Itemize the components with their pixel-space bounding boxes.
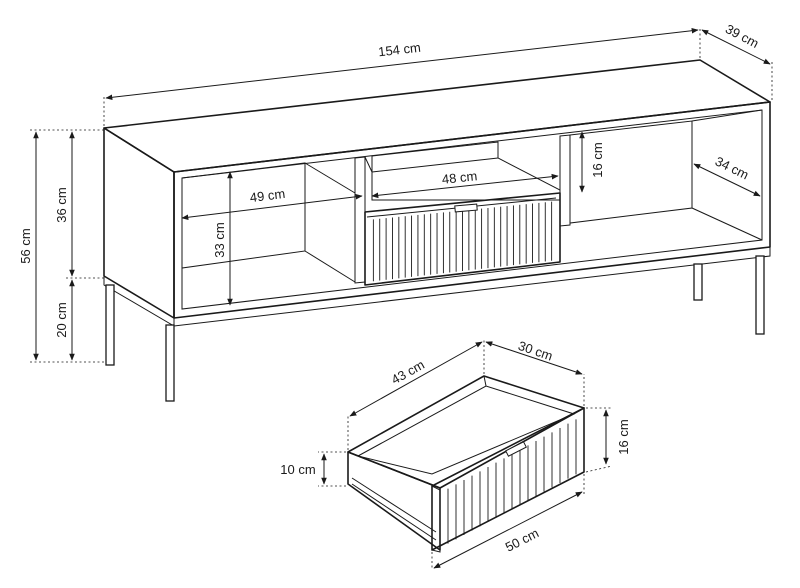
drawer-detail	[347, 375, 585, 553]
label-drawer-front-height: 16 cm	[616, 419, 631, 454]
tv-cabinet	[103, 59, 771, 402]
label-drawer-side-height: 10 cm	[280, 462, 315, 477]
drawer-handle	[505, 441, 527, 457]
label-drawer-inner-depth: 30 cm	[516, 338, 554, 364]
label-leg-height: 20 cm	[54, 302, 69, 337]
label-compartment-height: 33 cm	[212, 222, 227, 257]
divider-right	[559, 134, 571, 227]
label-center-width: 48 cm	[441, 168, 478, 187]
right-compartment	[569, 120, 693, 224]
drawer-left-side	[347, 451, 441, 551]
label-cabinet-height: 36 cm	[54, 187, 69, 222]
drawer-box	[347, 375, 585, 489]
label-total-depth: 39 cm	[723, 21, 761, 51]
drawer-front-grooves	[447, 419, 577, 544]
label-drawer-inner-width: 43 cm	[389, 357, 427, 387]
label-side-width: 49 cm	[249, 186, 286, 205]
cabinet-legs	[105, 255, 765, 402]
label-total-height: 56 cm	[18, 228, 33, 263]
label-total-width: 154 cm	[377, 40, 421, 60]
label-center-height: 16 cm	[590, 142, 605, 177]
cabinet-top	[103, 59, 771, 173]
divider-left	[354, 156, 366, 284]
cabinet-drawer-grooves	[372, 201, 553, 282]
label-inner-depth: 34 cm	[713, 153, 751, 182]
cabinet-drawer-handle	[454, 203, 478, 213]
